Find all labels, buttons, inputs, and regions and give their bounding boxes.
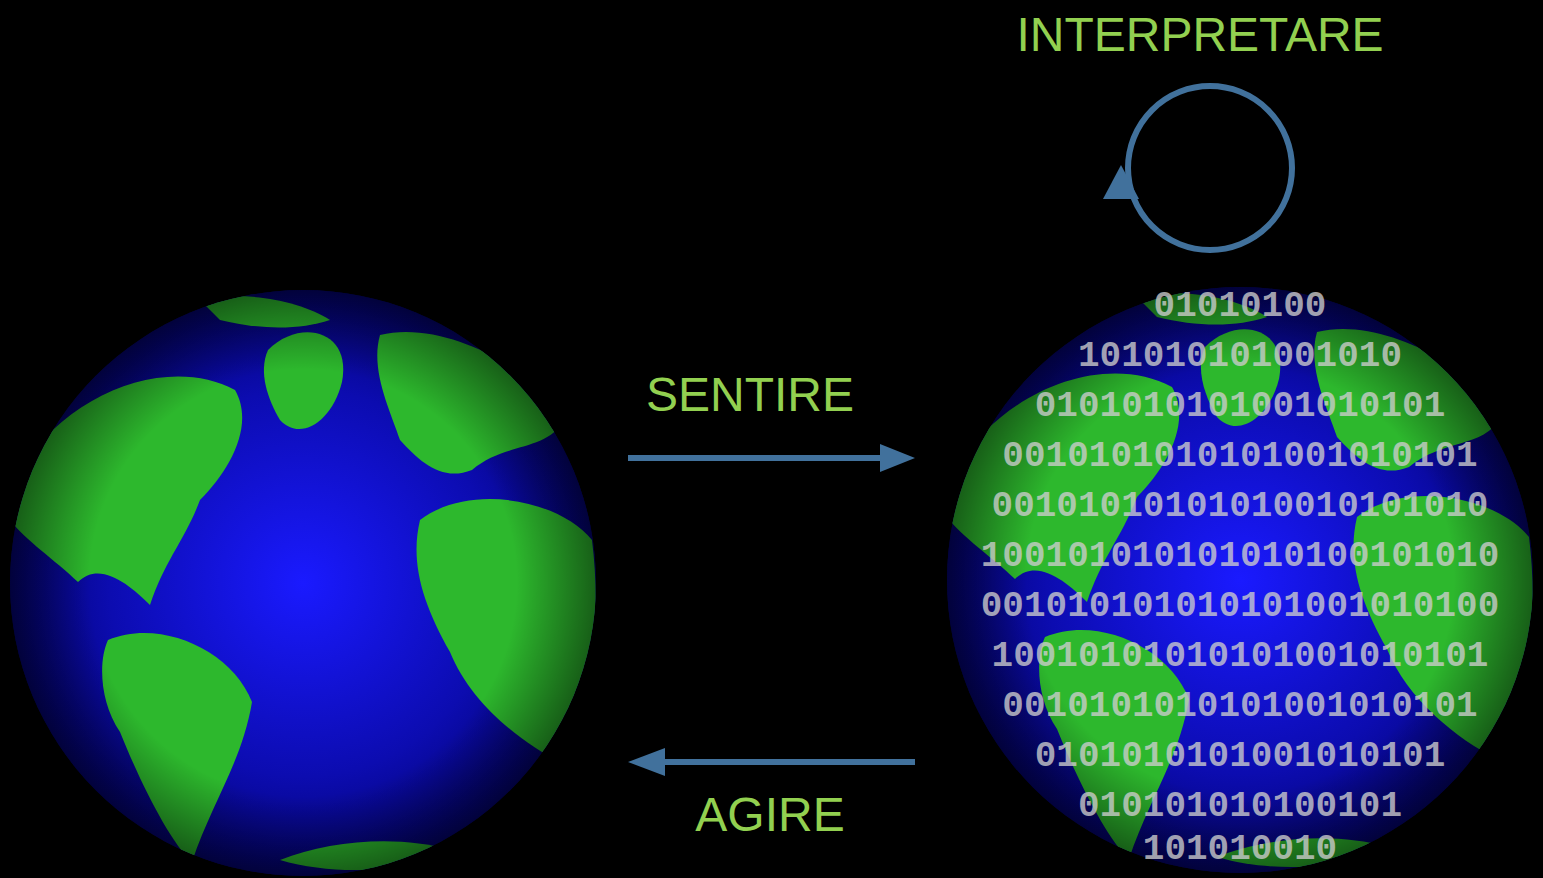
right-globe: [947, 287, 1533, 873]
binary-row: 100101010101010100101010: [981, 537, 1499, 577]
binary-row: 01010100: [1154, 287, 1327, 327]
interpret-loop: [1103, 86, 1292, 250]
binary-row: 101010010: [1143, 830, 1337, 870]
stage-label: INTERPRETARE: [1016, 9, 1383, 62]
stage-label: AGIRE: [695, 789, 844, 842]
act-arrow: [628, 748, 915, 776]
sense-arrow: [628, 444, 915, 472]
binary-row: 00101010101010010101010: [992, 487, 1489, 527]
binary-row: 001010101010101001010100: [981, 587, 1499, 627]
binary-row: 101010101001010: [1078, 337, 1402, 377]
binary-row: 0010101010101001010101: [1002, 687, 1477, 727]
binary-row: 0101010101001010101: [1035, 387, 1445, 427]
binary-row: 10010101010101001010101: [992, 637, 1489, 677]
binary-row: 010101010100101: [1078, 787, 1402, 827]
stage-label: SENTIRE: [646, 369, 854, 422]
binary-row: 0010101010101001010101: [1002, 437, 1477, 477]
left-globe: [10, 290, 596, 876]
binary-row: 0101010101001010101: [1035, 737, 1445, 777]
